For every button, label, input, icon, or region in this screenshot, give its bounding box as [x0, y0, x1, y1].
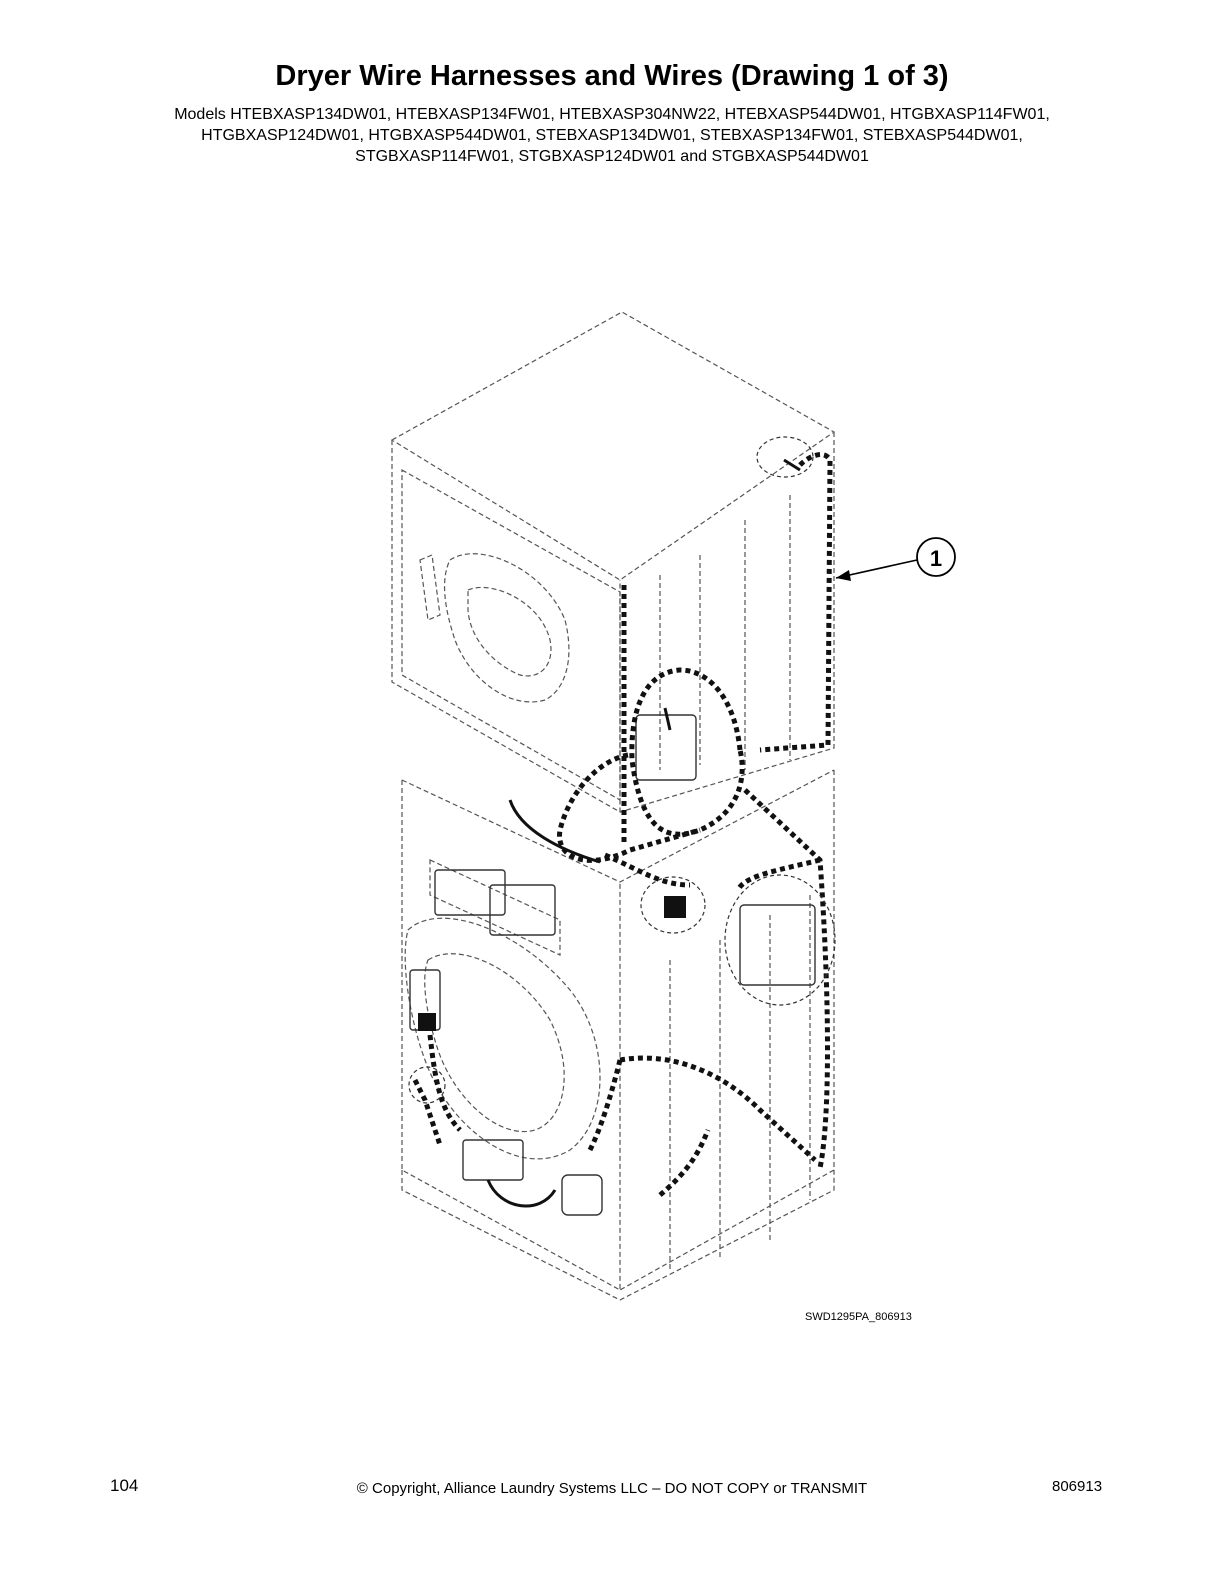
- callout-number: 1: [930, 546, 942, 571]
- page-title: Dryer Wire Harnesses and Wires (Drawing …: [275, 60, 949, 92]
- drawing-id: SWD1295PA_806913: [805, 1311, 912, 1323]
- copyright-notice: © Copyright, Alliance Laundry Systems LL…: [356, 1480, 868, 1497]
- models-line: STGBXASP114FW01, STGBXASP124DW01 and STG…: [355, 148, 869, 165]
- models-line: HTGBXASP124DW01, HTGBXASP544DW01, STEBXA…: [201, 127, 1023, 144]
- document-number: 806913: [1052, 1478, 1103, 1495]
- page-number: 104: [110, 1476, 139, 1495]
- models-line: Models HTEBXASP134DW01, HTEBXASP134FW01,…: [174, 106, 1050, 123]
- models-list: Models HTEBXASP134DW01, HTEBXASP134FW01,…: [100, 104, 1124, 167]
